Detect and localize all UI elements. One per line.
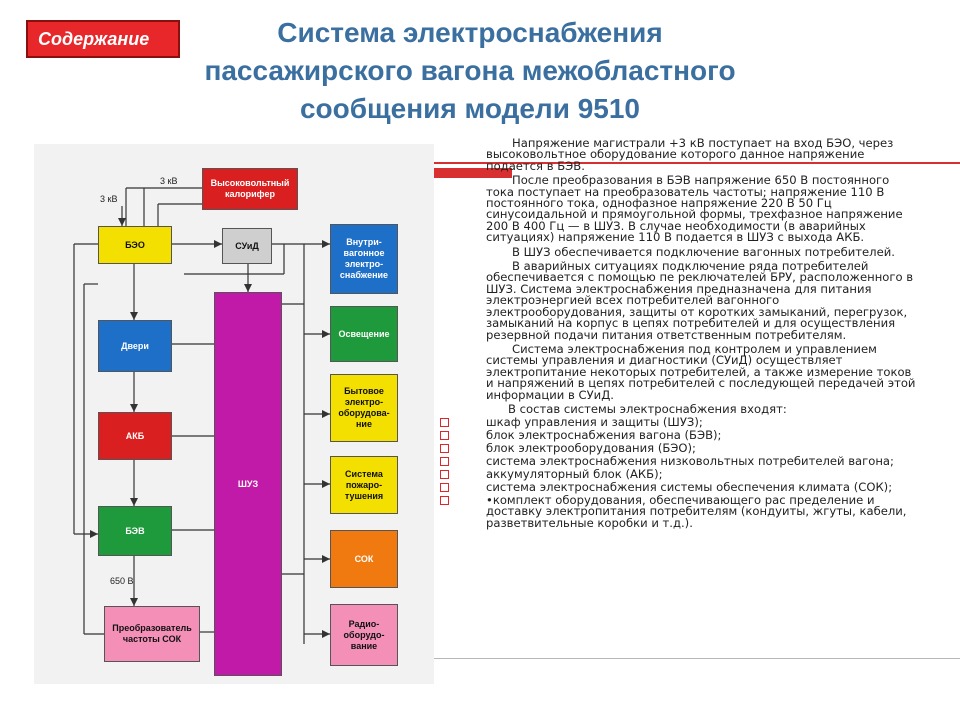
- label-3kv-top: 3 кВ: [160, 176, 177, 186]
- block-internal-supply: Внутри-вагонное электро-снабжение: [330, 224, 398, 294]
- block-radio: Радио-оборудо-вание: [330, 604, 398, 666]
- square-bullet-icon: [440, 444, 449, 454]
- label-650v: 650 В: [110, 576, 134, 586]
- description-text: Напряжение магистрали +3 кВ поступает на…: [440, 136, 918, 531]
- list-item: шкаф управления и защиты (ШУЗ);: [440, 415, 918, 430]
- list-item: система электроснабжения низковольтных п…: [440, 454, 918, 469]
- square-bullet-icon: [440, 418, 449, 428]
- list-intro: В состав системы электроснабжения входят…: [508, 401, 787, 416]
- block-doors: Двери: [98, 320, 172, 372]
- block-bro: БЭО: [98, 226, 172, 264]
- block-fire: Система пожаро-тушения: [330, 456, 398, 514]
- block-lighting: Освещение: [330, 306, 398, 362]
- list-item: блок электроснабжения вагона (БЭВ);: [440, 428, 918, 443]
- square-bullet-icon: [440, 457, 449, 467]
- list-item-text: система электроснабжения низковольтных п…: [486, 454, 894, 469]
- list-item-text: шкаф управления и защиты (ШУЗ);: [486, 415, 703, 430]
- square-bullet-icon: [440, 431, 449, 441]
- list-item: аккумуляторный блок (АКБ);: [440, 466, 918, 481]
- list-item: •комплект оборудования, обеспечивающего …: [440, 492, 918, 530]
- block-converter: Преобразователь частоты СОК: [104, 606, 200, 662]
- diagram-connections: 3 кВ 3 кВ 650 В: [73, 176, 330, 644]
- page-title: Система электроснабжения пассажирского в…: [90, 14, 850, 128]
- block-suid: СУиД: [222, 228, 272, 264]
- bottom-divider: [432, 658, 960, 659]
- paragraph-1: Напряжение магистрали +3 кВ поступает на…: [486, 136, 894, 173]
- accent-block: [432, 168, 512, 178]
- list-item-text: блок электрооборудования (БЭО);: [486, 441, 696, 456]
- block-household: Бытовое электро-оборудова-ние: [330, 374, 398, 442]
- paragraph-2: После преобразования в БЭВ напряжение 65…: [486, 173, 903, 245]
- list-item-text: система электроснабжения системы обеспеч…: [486, 479, 893, 494]
- label-3kv-left: 3 кВ: [100, 194, 117, 204]
- block-sok: СОК: [330, 530, 398, 588]
- square-bullet-icon: [440, 495, 449, 505]
- title-line-3: сообщения модели 9510: [299, 93, 640, 124]
- content-button[interactable]: Содержание: [26, 20, 180, 58]
- list-item-text: •комплект оборудования, обеспечивающего …: [486, 492, 907, 530]
- components-list: шкаф управления и защиты (ШУЗ); блок эле…: [440, 415, 918, 530]
- block-bev: БЭВ: [98, 506, 172, 556]
- block-shuz: ШУЗ: [214, 292, 282, 676]
- accent-line: [432, 162, 960, 164]
- block-heater: Высоковольтный калорифер: [202, 168, 298, 210]
- title-line-1: Система электроснабжения: [277, 17, 663, 48]
- power-supply-diagram: 3 кВ 3 кВ 650 В Высоковольтный калорифер…: [34, 144, 434, 684]
- list-item-text: аккумуляторный блок (АКБ);: [486, 466, 663, 481]
- square-bullet-icon: [440, 482, 449, 492]
- square-bullet-icon: [440, 469, 449, 479]
- block-akb: АКБ: [98, 412, 172, 460]
- list-item: блок электрооборудования (БЭО);: [440, 441, 918, 456]
- paragraph-5: Система электроснабжения под контролем и…: [486, 341, 916, 402]
- list-item: система электроснабжения системы обеспеч…: [440, 479, 918, 494]
- title-line-2: пассажирского вагона межобластного: [204, 55, 736, 86]
- list-item-text: блок электроснабжения вагона (БЭВ);: [486, 428, 722, 443]
- paragraph-4: В аварийных ситуациях подключение ряда п…: [486, 259, 914, 342]
- paragraph-3: В ШУЗ обеспечивается подключение вагонны…: [512, 244, 895, 259]
